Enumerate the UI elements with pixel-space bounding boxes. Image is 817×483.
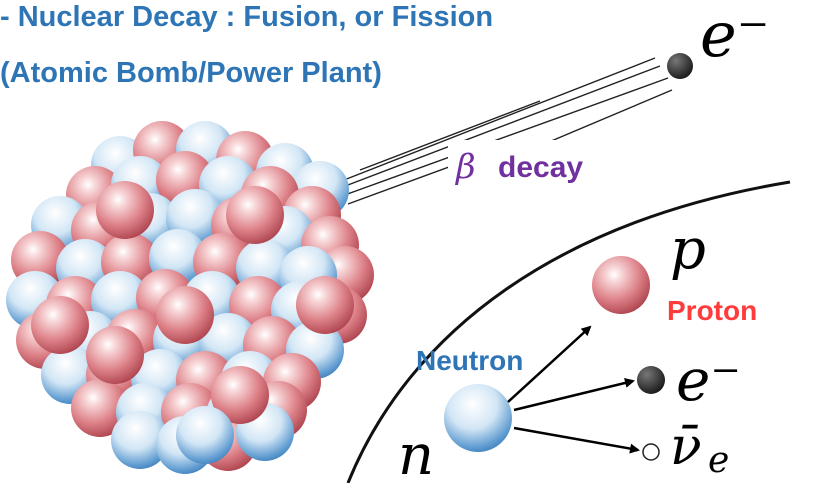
proton-label: Proton [667, 295, 757, 326]
antineutrino-subscript: e [708, 440, 729, 481]
nucleus-neutron [176, 406, 234, 464]
electron-symbol: e⁻ [676, 346, 741, 414]
antineutrino-ball [642, 443, 660, 461]
beta-label-backdrop [448, 140, 608, 186]
nucleus-proton [86, 326, 144, 384]
proton-ball [592, 256, 650, 314]
nucleus-proton [296, 276, 354, 334]
title-line-1: - Nuclear Decay : Fusion, or Fission [0, 1, 493, 33]
nucleus-proton [156, 286, 214, 344]
title-line-2: (Atomic Bomb/Power Plant) [0, 57, 382, 89]
arrow-to-proton [507, 325, 592, 403]
arrow-to-antineutrino [513, 426, 640, 454]
proton-symbol: p [670, 217, 706, 282]
nucleus-neutron [111, 411, 169, 469]
neutron-symbol: n [398, 423, 434, 483]
atomic-nucleus [6, 121, 374, 474]
beta-symbol: β [454, 147, 476, 187]
arrow-to-electron [513, 378, 635, 412]
nucleus-proton [71, 379, 129, 437]
emitted-electron [667, 53, 693, 79]
electron-ball [637, 366, 665, 394]
nucleus-proton [226, 186, 284, 244]
nucleus-proton [211, 366, 269, 424]
decay-arrows [507, 325, 640, 454]
electron-symbol-top: e⁻ [700, 0, 769, 71]
nucleus-proton [96, 181, 154, 239]
neutron-ball [444, 384, 512, 452]
neutron-label: Neutron [416, 345, 523, 376]
nucleus-proton [31, 296, 89, 354]
antineutrino-symbol: ν̄ [670, 417, 702, 477]
zoom-boundary-arc [346, 180, 791, 483]
beta-decay-text: decay [498, 151, 583, 184]
